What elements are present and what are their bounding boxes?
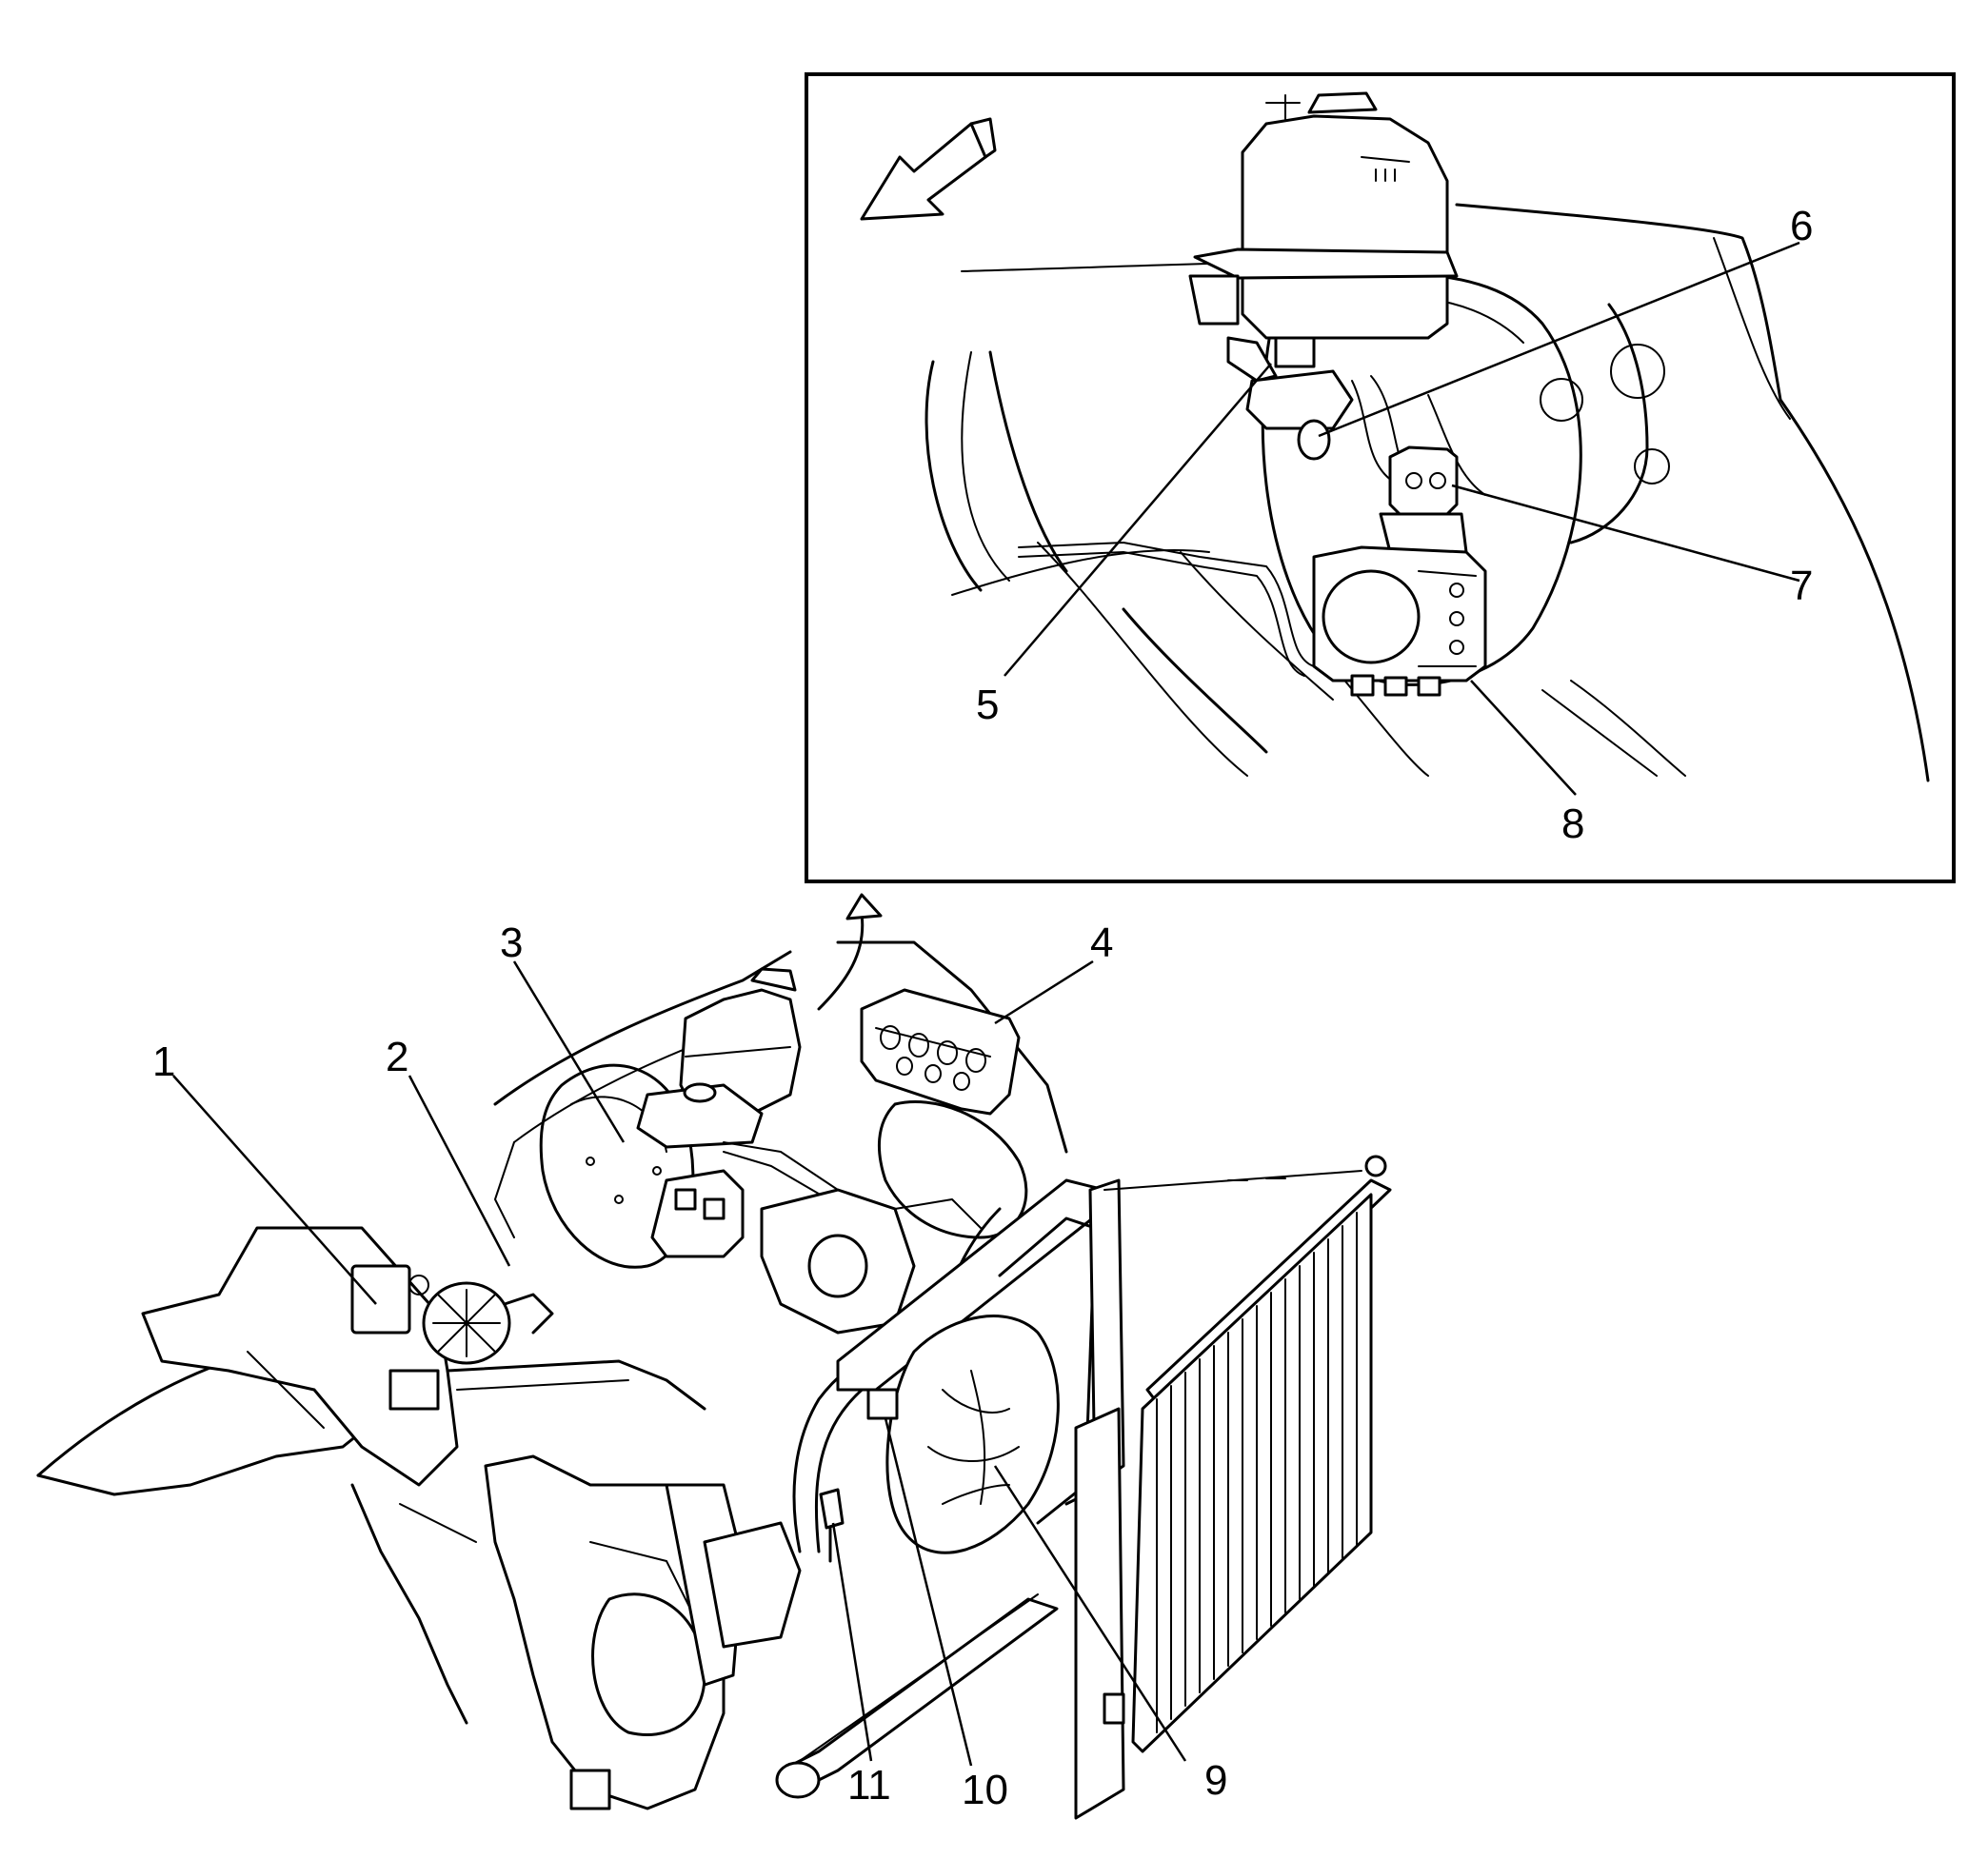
direction-arrow-icon	[860, 117, 997, 221]
abs-modulator-unit	[860, 988, 1021, 1116]
leader-3	[512, 960, 626, 1143]
leader-9	[993, 1465, 1187, 1762]
inset-brake-lines	[1018, 375, 1486, 677]
callout-1: 1	[152, 1038, 175, 1085]
air-intake-duct	[422, 1281, 554, 1365]
callout-8: 8	[1561, 801, 1584, 847]
inset-abs-unit	[1312, 545, 1487, 697]
ambient-sensor	[819, 1488, 845, 1563]
condenser-fins	[1156, 1212, 1358, 1733]
callout-3: 3	[500, 920, 523, 966]
leader-5	[1004, 363, 1272, 677]
leader-10	[884, 1417, 973, 1767]
callout-10: 10	[962, 1767, 1008, 1813]
inset-reference-arrow-icon	[817, 893, 883, 1011]
right-strut-tower	[760, 1100, 1028, 1335]
front-frame-rails	[484, 1454, 1059, 1810]
callout-2: 2	[386, 1034, 408, 1080]
ac-condenser	[1074, 1155, 1392, 1820]
callout-4: 4	[1090, 920, 1113, 966]
leader-1	[172, 1075, 377, 1305]
master-cylinder-reservoir	[636, 967, 802, 1149]
leader-11	[831, 1522, 873, 1762]
inset-detail-view: 5 6 7 8	[805, 72, 1956, 883]
callout-11: 11	[847, 1762, 891, 1809]
inset-body-panels	[924, 203, 1930, 782]
callout-5: 5	[976, 682, 999, 728]
inset-valve-module	[1379, 445, 1468, 554]
leader-6	[1318, 241, 1800, 438]
inset-master-cylinder-reservoir	[1188, 91, 1459, 461]
leader-2	[408, 1075, 511, 1267]
leader-7	[1451, 484, 1800, 583]
callout-9: 9	[1204, 1757, 1227, 1804]
leader-8	[1470, 680, 1577, 796]
main-engine-compartment: 1 2 3 4 9 10 11	[36, 920, 1392, 1820]
callout-7: 7	[1790, 563, 1813, 609]
callout-6: 6	[1790, 203, 1813, 249]
left-fender-structure	[36, 1226, 706, 1725]
leader-4	[994, 959, 1094, 1025]
